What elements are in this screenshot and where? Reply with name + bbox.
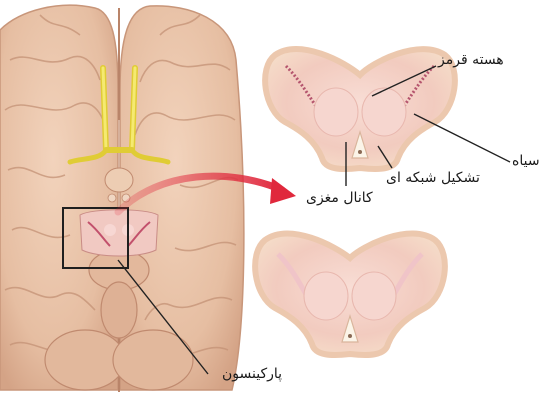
label-red-nucleus: هسته قرمز [438, 52, 504, 68]
label-cerebral-aqueduct: کانال مغزی [306, 190, 373, 206]
brain-base-view [0, 5, 244, 392]
label-reticular-formation: تشکیل شبکه ای [386, 170, 480, 186]
midbrain-section-parkinson [265, 49, 455, 169]
midbrain-highlight [80, 210, 158, 256]
label-parkinson: پارکینسون [222, 366, 282, 382]
midbrain-section-normal [255, 234, 445, 355]
label-substantia-nigra: سیاه [512, 153, 540, 169]
